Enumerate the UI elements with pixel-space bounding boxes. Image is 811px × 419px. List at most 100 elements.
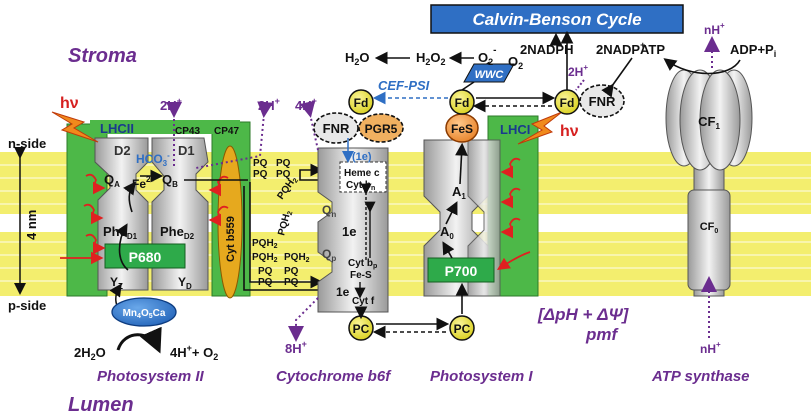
pqh2-2: PQH2 bbox=[276, 209, 294, 237]
hv-psi-label: hν bbox=[560, 123, 579, 140]
pqh2-3: PQH2 bbox=[252, 238, 278, 250]
psi-title: Photosystem I bbox=[430, 368, 533, 385]
nadp-label: 2NADP+ bbox=[596, 40, 645, 57]
light-bolt-psii bbox=[51, 111, 99, 143]
lhci-label: LHCI bbox=[500, 122, 530, 137]
cef-psi-label: CEF-PSI bbox=[378, 78, 430, 93]
light-bolt-psi bbox=[517, 111, 563, 145]
n-side-label: n-side bbox=[8, 136, 46, 151]
fd-right-label: Fd bbox=[560, 96, 575, 110]
p680-label: P680 bbox=[129, 249, 162, 265]
pmf-label: pmf bbox=[585, 325, 620, 344]
fnr-b6f-label: FNR bbox=[323, 121, 350, 136]
b6f-4h-label: 4H+ bbox=[295, 96, 317, 113]
qp-label: Qp bbox=[322, 247, 336, 263]
psii-energy-transfer bbox=[60, 173, 229, 265]
fd-left-label: Fd bbox=[354, 96, 369, 110]
pq-3: PQ bbox=[253, 169, 268, 180]
photosystem-i bbox=[423, 115, 539, 297]
calvin-label: Calvin-Benson Cycle bbox=[472, 10, 641, 29]
o2-product-label: 4H++ O2 bbox=[170, 343, 218, 362]
phe-d2-label: PheD2 bbox=[160, 224, 195, 241]
hv-psii-label: hν bbox=[60, 95, 79, 112]
stroma-label: Stroma bbox=[68, 45, 137, 67]
wwc-box bbox=[463, 63, 515, 83]
b6f-8h-label: 8H+ bbox=[285, 339, 307, 356]
qa-label: QA bbox=[104, 172, 120, 189]
qn-label: Qn bbox=[322, 203, 336, 219]
b6f-1e-blue-label: (1e) bbox=[352, 151, 372, 163]
pq-2: PQ bbox=[276, 158, 291, 169]
superoxide-label: O2- bbox=[478, 45, 496, 67]
fe-s-label: Fe-S bbox=[350, 270, 372, 281]
a1-label: A1 bbox=[452, 184, 466, 201]
cyt-bn-label: Cyt bn bbox=[346, 180, 375, 192]
h2o2-label: H2O2 bbox=[416, 50, 446, 67]
b6f-proton-arrow bbox=[299, 100, 319, 151]
b6f-lumen-proton-arrow bbox=[288, 297, 319, 342]
calvin-benson-box: Calvin-Benson Cycle bbox=[430, 4, 684, 34]
psii-2h-label: 2H+ bbox=[160, 96, 182, 113]
pq-shuttle-arrows bbox=[184, 163, 324, 291]
atp-synthesis-arrow bbox=[663, 58, 741, 75]
pq-proton-arrow bbox=[195, 101, 274, 169]
mn-label: Mn4O5Ca bbox=[123, 308, 166, 320]
fd-center-label: Fd bbox=[455, 96, 470, 110]
a0-label: A0 bbox=[440, 224, 454, 241]
thickness-label: 4 nm bbox=[24, 210, 39, 240]
pq-5: PQ bbox=[258, 266, 273, 277]
heme-c-label: Heme c bbox=[344, 168, 380, 179]
water-split-arrow bbox=[116, 326, 162, 354]
o2-top-label: O2 bbox=[508, 54, 523, 71]
p-side-label: p-side bbox=[8, 298, 46, 313]
mn-cluster bbox=[111, 297, 177, 327]
b6f-title: Cytochrome b6f bbox=[276, 368, 392, 385]
cyt-f-label: Cyt f bbox=[352, 296, 375, 307]
wwc-label: WWC bbox=[475, 69, 505, 81]
lumen-label: Lumen bbox=[68, 394, 134, 416]
cf1-label: CF1 bbox=[698, 114, 720, 131]
b6f-1e2-label: 1e bbox=[336, 285, 350, 299]
qb-label: QB bbox=[162, 172, 178, 189]
d2-label: D2 bbox=[114, 143, 131, 158]
nadph-label: 2NADPH bbox=[520, 42, 573, 57]
pgr5 bbox=[358, 113, 404, 143]
h2o-top-label: H2O bbox=[345, 50, 370, 67]
fnr-right-label: FNR bbox=[589, 94, 616, 109]
psi-energy-transfer bbox=[497, 157, 531, 270]
adp-label: ADP+Pi bbox=[730, 42, 776, 59]
cyt-b559-label: Cyt b559 bbox=[225, 216, 237, 262]
pq-2h-label: 2H+ bbox=[258, 96, 280, 113]
atp-synthase-title: ATP synthase bbox=[651, 368, 750, 385]
pc-left-label: PC bbox=[353, 322, 370, 336]
pq-6: PQ bbox=[284, 266, 299, 277]
b6f-1e-label: 1e bbox=[342, 224, 356, 239]
2h-top-label: 2H+ bbox=[568, 63, 588, 79]
fnr-b6f bbox=[313, 112, 359, 144]
cyt-bp-label: Cyt bp bbox=[348, 258, 377, 270]
yd-label: YD bbox=[178, 275, 192, 291]
pqh2-5: PQH2 bbox=[284, 252, 310, 264]
cf0-label: CF0 bbox=[700, 221, 719, 235]
pqh2-4: PQH2 bbox=[252, 252, 278, 264]
pc-right bbox=[449, 315, 475, 341]
p700-label: P700 bbox=[445, 263, 478, 279]
pq-4: PQ bbox=[276, 169, 291, 180]
cp43-label: CP43 bbox=[175, 126, 200, 137]
atp-synthase bbox=[665, 69, 753, 297]
hco3-label: HCO3- bbox=[136, 151, 170, 168]
water-label: 2H2O bbox=[74, 345, 106, 362]
b6f-electron-arrows bbox=[354, 183, 376, 299]
nh-top-label: nH+ bbox=[704, 21, 725, 37]
lhcii-label: LHCII bbox=[100, 121, 134, 136]
pq-1: PQ bbox=[253, 158, 268, 169]
fes-psi-label: FeS bbox=[451, 122, 473, 136]
atp-label: ATP bbox=[640, 42, 665, 57]
pc-arrows bbox=[354, 306, 450, 339]
d1-label: D1 bbox=[178, 143, 195, 158]
photosystem-ii bbox=[66, 120, 251, 299]
pc-right-label: PC bbox=[454, 322, 471, 336]
psii-title: Photosystem II bbox=[97, 368, 205, 385]
pgr5-label: PGR5 bbox=[365, 122, 398, 136]
